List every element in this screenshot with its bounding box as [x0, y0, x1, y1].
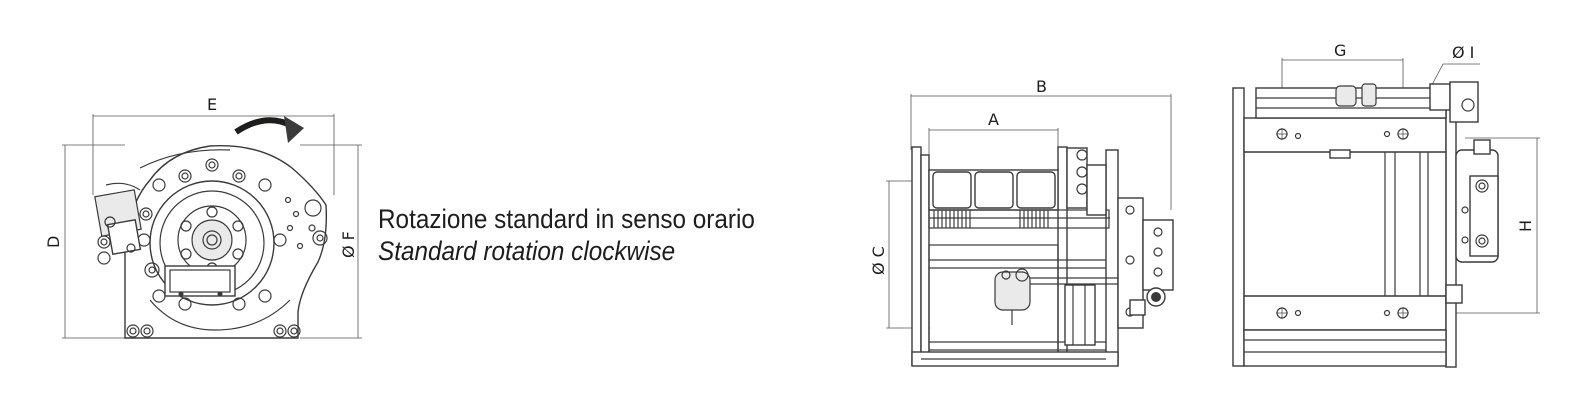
dim-label-c: Ø C [869, 246, 888, 275]
side-view: B A Ø C [869, 77, 1174, 367]
dim-label-a: A [988, 110, 999, 129]
dim-label-b: B [1036, 77, 1047, 96]
dim-label-f: Ø F [339, 231, 358, 258]
dim-label-d: D [44, 236, 63, 248]
rotation-arrow [234, 117, 294, 135]
dim-label-g: G [1334, 41, 1346, 60]
dim-label-i: Ø I [1452, 43, 1474, 62]
front-view: E D Ø F [44, 95, 362, 339]
rotation-arrowhead [284, 116, 304, 143]
rear-view: G Ø I H [1232, 41, 1540, 368]
dim-label-h: H [1516, 220, 1535, 232]
caption-line-italian: Rotazione standard in senso orario [378, 204, 755, 234]
caption-line-english: Standard rotation clockwise [378, 236, 676, 266]
dim-label-e: E [207, 95, 217, 114]
rotation-caption: Rotazione standard in senso orario Stand… [378, 203, 755, 267]
